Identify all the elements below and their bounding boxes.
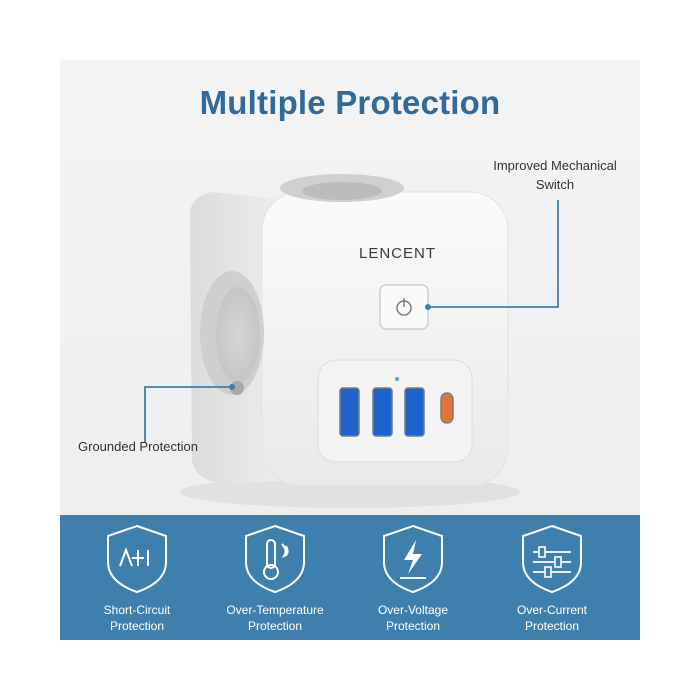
feature-label-line1: Over-Current xyxy=(516,603,587,617)
feature-label-line1: Over-Voltage xyxy=(377,603,449,617)
short-circuit-icon xyxy=(107,524,167,594)
feature-label-line1: Short-Circuit xyxy=(103,603,171,617)
features-band xyxy=(60,515,640,640)
feature-label-line2: Protection xyxy=(247,619,303,633)
switch-callout: Improved Mechanical Switch xyxy=(485,156,625,194)
feature-over-voltage: Over-Voltage Protection xyxy=(348,522,478,634)
grounded-callout: Grounded Protection xyxy=(78,439,198,454)
switch-callout-line2: Switch xyxy=(535,177,575,192)
over-temperature-icon xyxy=(245,524,305,594)
feature-label-line2: Protection xyxy=(524,619,580,633)
feature-over-current: Over-Current Protection xyxy=(487,522,617,634)
feature-over-temperature: Over-Temperature Protection xyxy=(210,522,340,634)
switch-callout-line1: Improved Mechanical xyxy=(493,158,617,173)
brand-logo-text: LENCENT xyxy=(359,245,437,262)
feature-label-line1: Over-Temperature xyxy=(226,603,324,617)
over-current-icon xyxy=(522,524,582,594)
page-title: Multiple Protection xyxy=(199,84,501,121)
over-voltage-icon xyxy=(383,524,443,594)
feature-label-line2: Protection xyxy=(109,619,165,633)
feature-label-line2: Protection xyxy=(385,619,441,633)
feature-short-circuit: Short-Circuit Protection xyxy=(72,522,202,634)
